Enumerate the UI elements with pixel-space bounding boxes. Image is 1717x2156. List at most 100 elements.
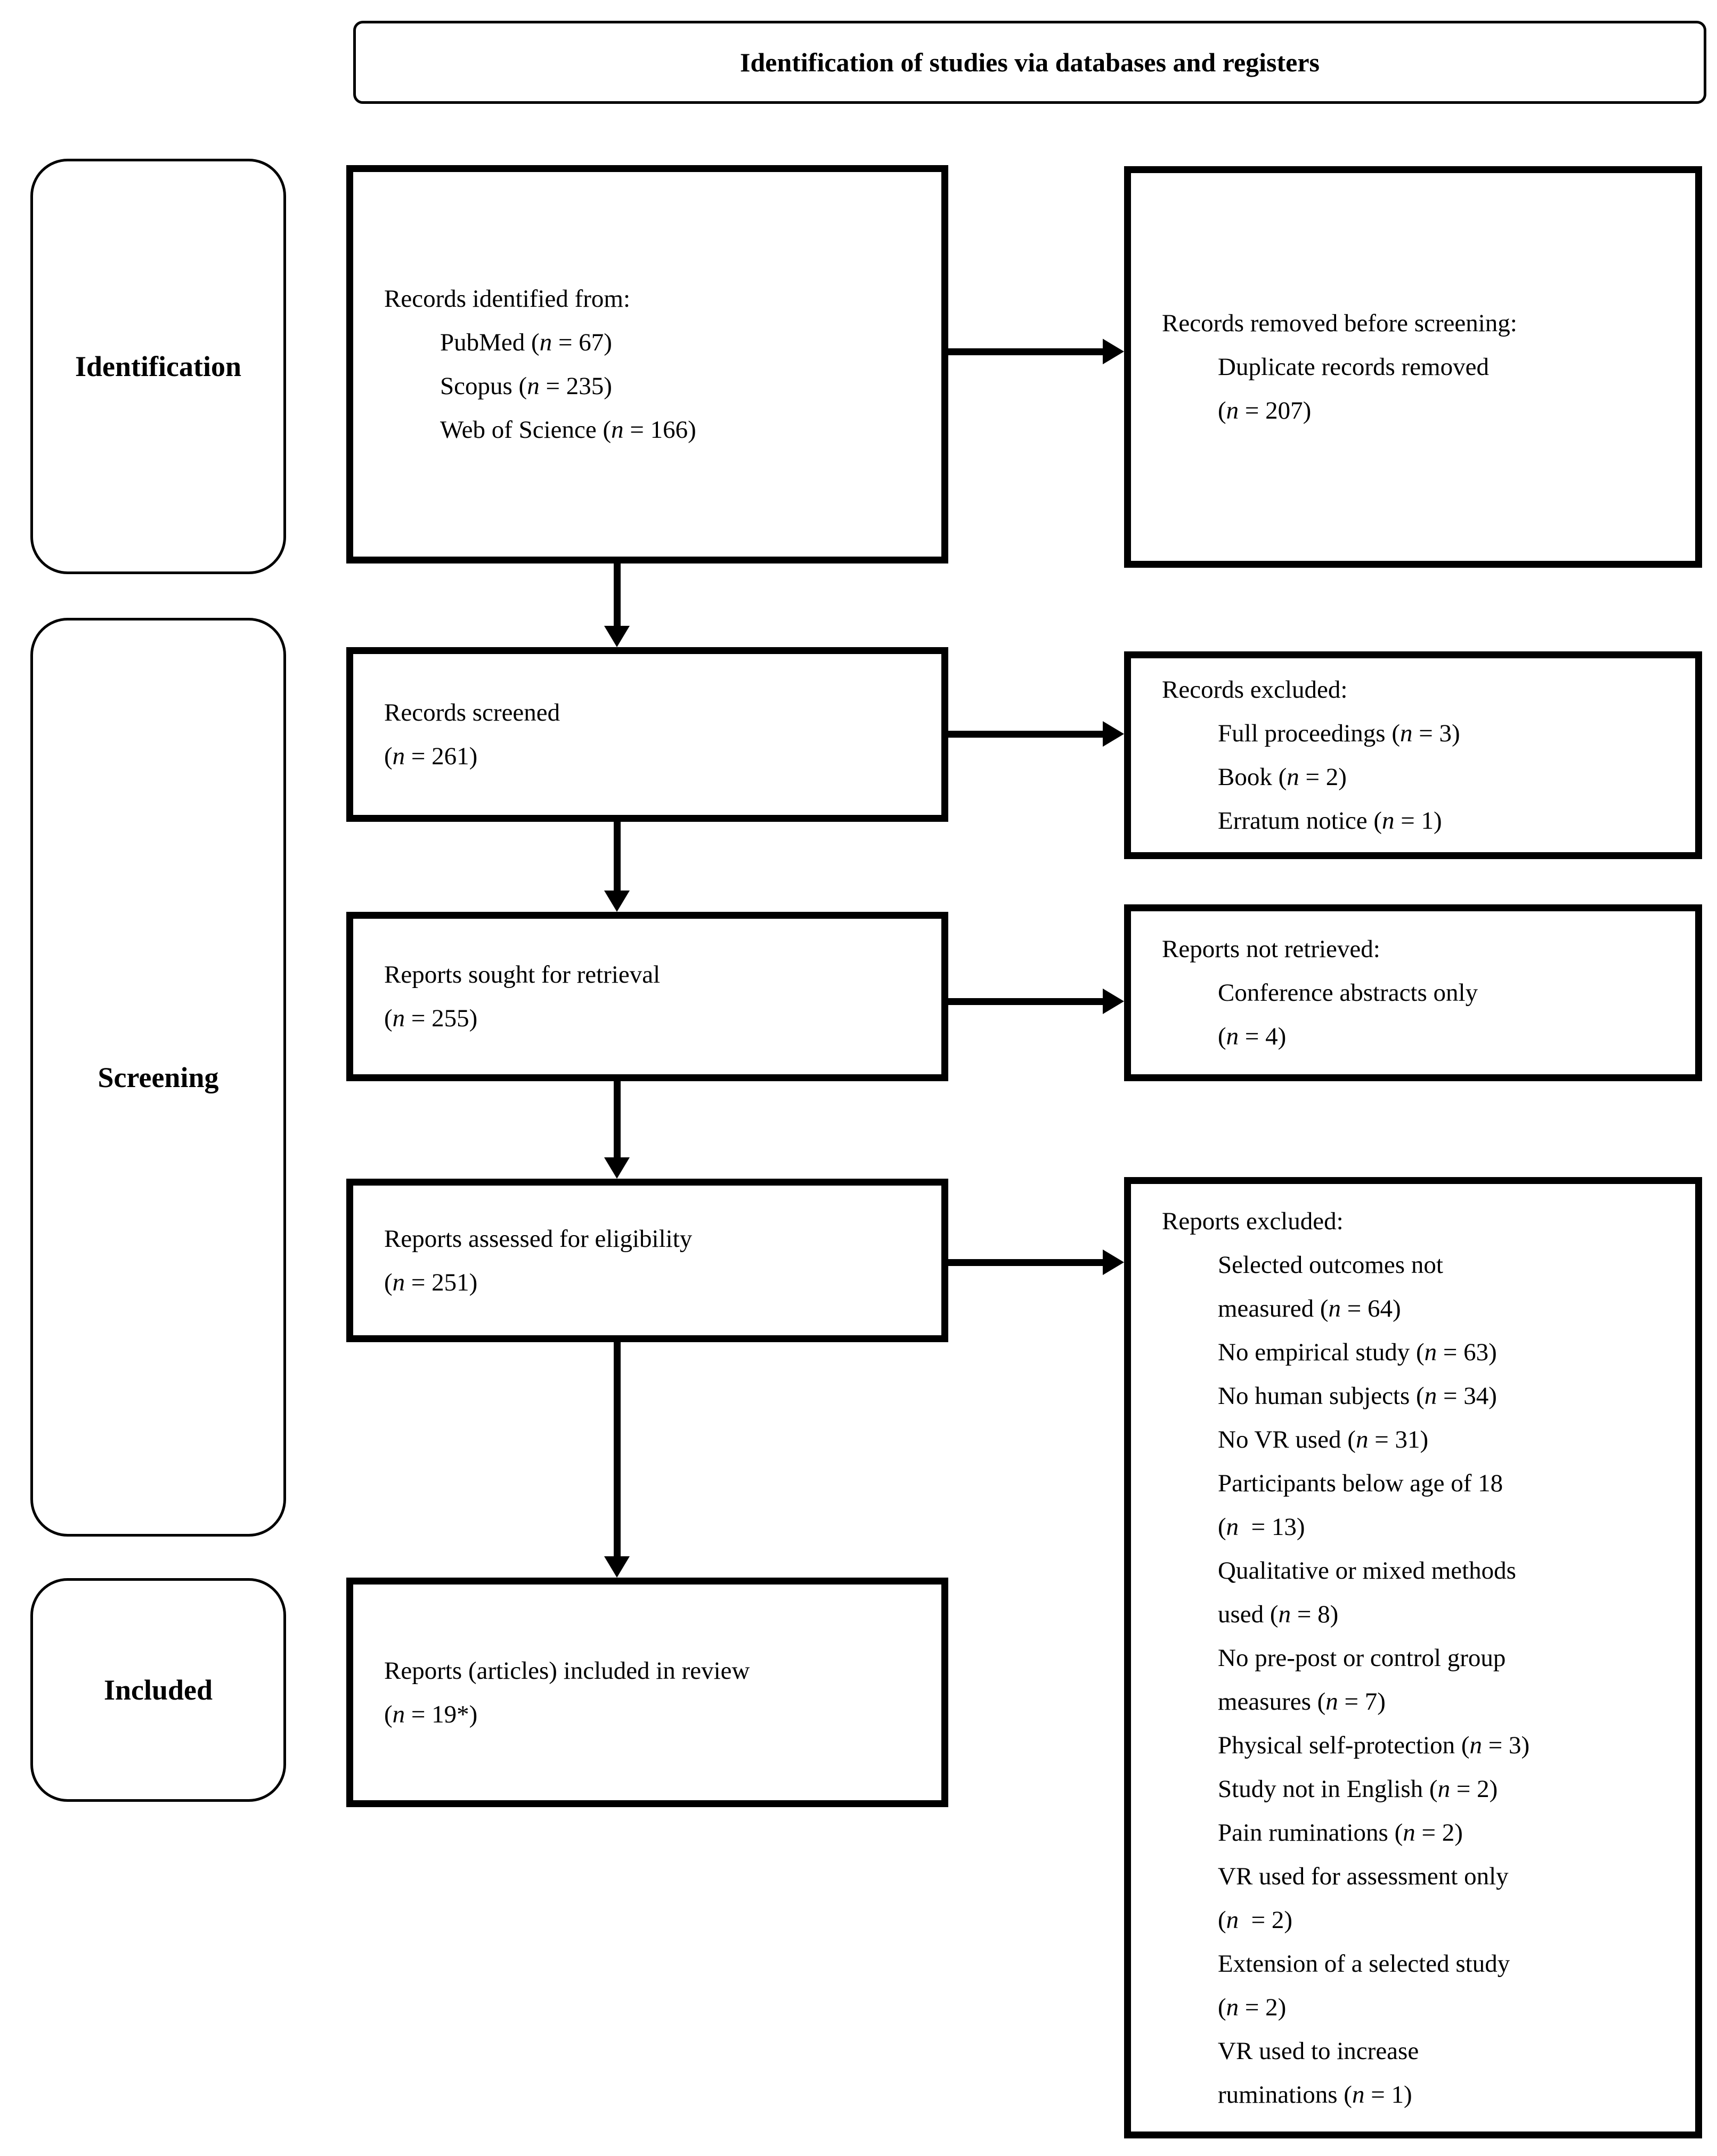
arrow-screened-to-sought-head: [604, 891, 630, 912]
italic-n: n: [1226, 1023, 1239, 1050]
arrow-sought-to-assessed-shaft: [614, 1081, 621, 1160]
box-records-identified: Records identified from: PubMed (n = 67) S…: [346, 165, 948, 564]
text-line: Records removed before screening:: [1162, 309, 1517, 337]
text-line: Records excluded:: [1162, 676, 1348, 704]
italic-n: n: [1226, 1906, 1239, 1934]
arrow-screened-to-sought-shaft: [614, 822, 621, 893]
italic-n: n: [392, 1700, 405, 1728]
text-line: No human subjects (n = 34): [1218, 1382, 1497, 1410]
italic-n: n: [1437, 1775, 1451, 1803]
text-line: (n = 255): [384, 1005, 478, 1032]
text-line: Full proceedings (n = 3): [1218, 720, 1460, 747]
arrow-assessed-to-reports-excluded-head: [1103, 1250, 1124, 1275]
text-line: Reports excluded:: [1162, 1207, 1344, 1235]
stage-label-included: Included: [30, 1578, 286, 1802]
stage-label-text: Included: [103, 1674, 213, 1706]
italic-n: n: [1355, 1425, 1369, 1453]
text-line: Extension of a selected study: [1218, 1949, 1510, 1978]
stage-label-identification: Identification: [30, 159, 286, 574]
text-line: (n = 207): [1218, 397, 1312, 424]
text-line: Qualitative or mixed methods: [1218, 1556, 1516, 1585]
arrow-identified-to-screened-shaft: [614, 564, 621, 628]
box-reports-included-in-review: Reports (articles) included in review (n …: [346, 1578, 948, 1807]
italic-n: n: [1287, 763, 1299, 791]
italic-n: n: [1278, 1600, 1291, 1628]
italic-n: n: [392, 1268, 405, 1296]
italic-n: n: [1381, 807, 1395, 835]
text-line: Scopus (n = 235): [440, 372, 612, 400]
text-line: No empirical study (n = 63): [1218, 1338, 1497, 1366]
italic-n: n: [1226, 1993, 1239, 2021]
italic-n: n: [1400, 720, 1413, 747]
italic-n: n: [1226, 1513, 1239, 1541]
italic-n: n: [1328, 1294, 1341, 1322]
italic-n: n: [611, 416, 624, 444]
text-line: Pain ruminations (n = 2): [1218, 1818, 1463, 1847]
italic-n: n: [1226, 397, 1239, 424]
text-line: No VR used (n = 31): [1218, 1425, 1429, 1453]
text-line: VR used to increase: [1218, 2037, 1419, 2065]
italic-n: n: [1424, 1338, 1437, 1366]
box-reports-not-retrieved: Reports not retrieved: Conference abstrac…: [1124, 904, 1702, 1081]
italic-n: n: [539, 329, 552, 356]
stage-label-text: Identification: [75, 350, 241, 382]
text-line: Reports assessed for eligibility: [384, 1224, 693, 1253]
arrow-identified-to-screened-head: [604, 626, 630, 647]
arrow-sought-to-not-retrieved-head: [1103, 989, 1124, 1014]
text-line: (n = 19*): [384, 1700, 478, 1728]
arrow-screened-to-excluded-head: [1103, 721, 1124, 747]
text-line: Records screened: [384, 699, 560, 726]
italic-n: n: [392, 742, 405, 770]
text-line: (n = 13): [1218, 1513, 1305, 1541]
stage-label-screening: Screening: [30, 618, 286, 1537]
text-line: measured (n = 64): [1218, 1294, 1401, 1322]
box-records-screened: Records screened (n = 261): [346, 647, 948, 822]
diagram-title: Identification of studies via databases …: [739, 47, 1320, 77]
text-line: (n = 4): [1218, 1023, 1287, 1050]
arrow-identified-to-removed-head: [1103, 339, 1124, 364]
text-line: (n = 2): [1218, 1993, 1287, 2021]
text-line: Web of Science (n = 166): [440, 416, 696, 444]
text-line: Duplicate records removed: [1218, 353, 1489, 381]
text-line: VR used for assessment only: [1218, 1862, 1509, 1890]
text-line: ruminations (n = 1): [1218, 2080, 1412, 2109]
text-line: PubMed (n = 67): [440, 329, 612, 356]
box-reports-excluded: Reports excluded: Selected outcomes not me…: [1124, 1177, 1702, 2138]
arrow-identified-to-removed-shaft: [948, 348, 1108, 355]
box-reports-sought-for-retrieval: Reports sought for retrieval (n = 255): [346, 912, 948, 1081]
box-reports-assessed-for-eligibility: Reports assessed for eligibility (n = 251…: [346, 1179, 948, 1342]
text-line: Reports not retrieved:: [1162, 935, 1380, 963]
italic-n: n: [1352, 2080, 1365, 2109]
italic-n: n: [1424, 1382, 1437, 1410]
text-line: (n = 261): [384, 742, 478, 770]
text-line: Study not in English (n = 2): [1218, 1775, 1498, 1803]
arrow-sought-to-not-retrieved-shaft: [948, 998, 1108, 1005]
italic-n: n: [1469, 1731, 1482, 1759]
text-line: Reports sought for retrieval: [384, 961, 661, 989]
italic-n: n: [1325, 1687, 1338, 1716]
arrow-assessed-to-reports-excluded-shaft: [948, 1259, 1108, 1266]
arrow-assessed-to-included-shaft: [614, 1342, 621, 1559]
text-line: Conference abstracts only: [1218, 979, 1478, 1007]
text-line: Erratum notice (n = 1): [1218, 807, 1442, 835]
arrow-sought-to-assessed-head: [604, 1157, 630, 1179]
text-line: used (n = 8): [1218, 1600, 1339, 1628]
text-line: No pre-post or control group: [1218, 1644, 1506, 1672]
arrow-assessed-to-included-head: [604, 1556, 630, 1578]
text-line: Physical self-protection (n = 3): [1218, 1731, 1530, 1759]
text-line: (n = 251): [384, 1268, 478, 1296]
stage-label-text: Screening: [97, 1061, 219, 1093]
italic-n: n: [527, 372, 540, 400]
arrow-screened-to-excluded-shaft: [948, 731, 1108, 738]
text-line: Reports (articles) included in review: [384, 1656, 750, 1685]
diagram-title-box: Identification of studies via databases …: [353, 21, 1706, 104]
box-records-removed-before-screening: Records removed before screening: Duplica…: [1124, 166, 1702, 568]
box-records-excluded: Records excluded: Full proceedings (n = 3…: [1124, 651, 1702, 859]
italic-n: n: [1403, 1818, 1415, 1847]
text-line: Selected outcomes not: [1218, 1251, 1443, 1279]
text-line: (n = 2): [1218, 1906, 1293, 1934]
text-line: Book (n = 2): [1218, 763, 1347, 791]
text-line: measures (n = 7): [1218, 1687, 1386, 1716]
text-line: Records identified from:: [384, 285, 631, 313]
